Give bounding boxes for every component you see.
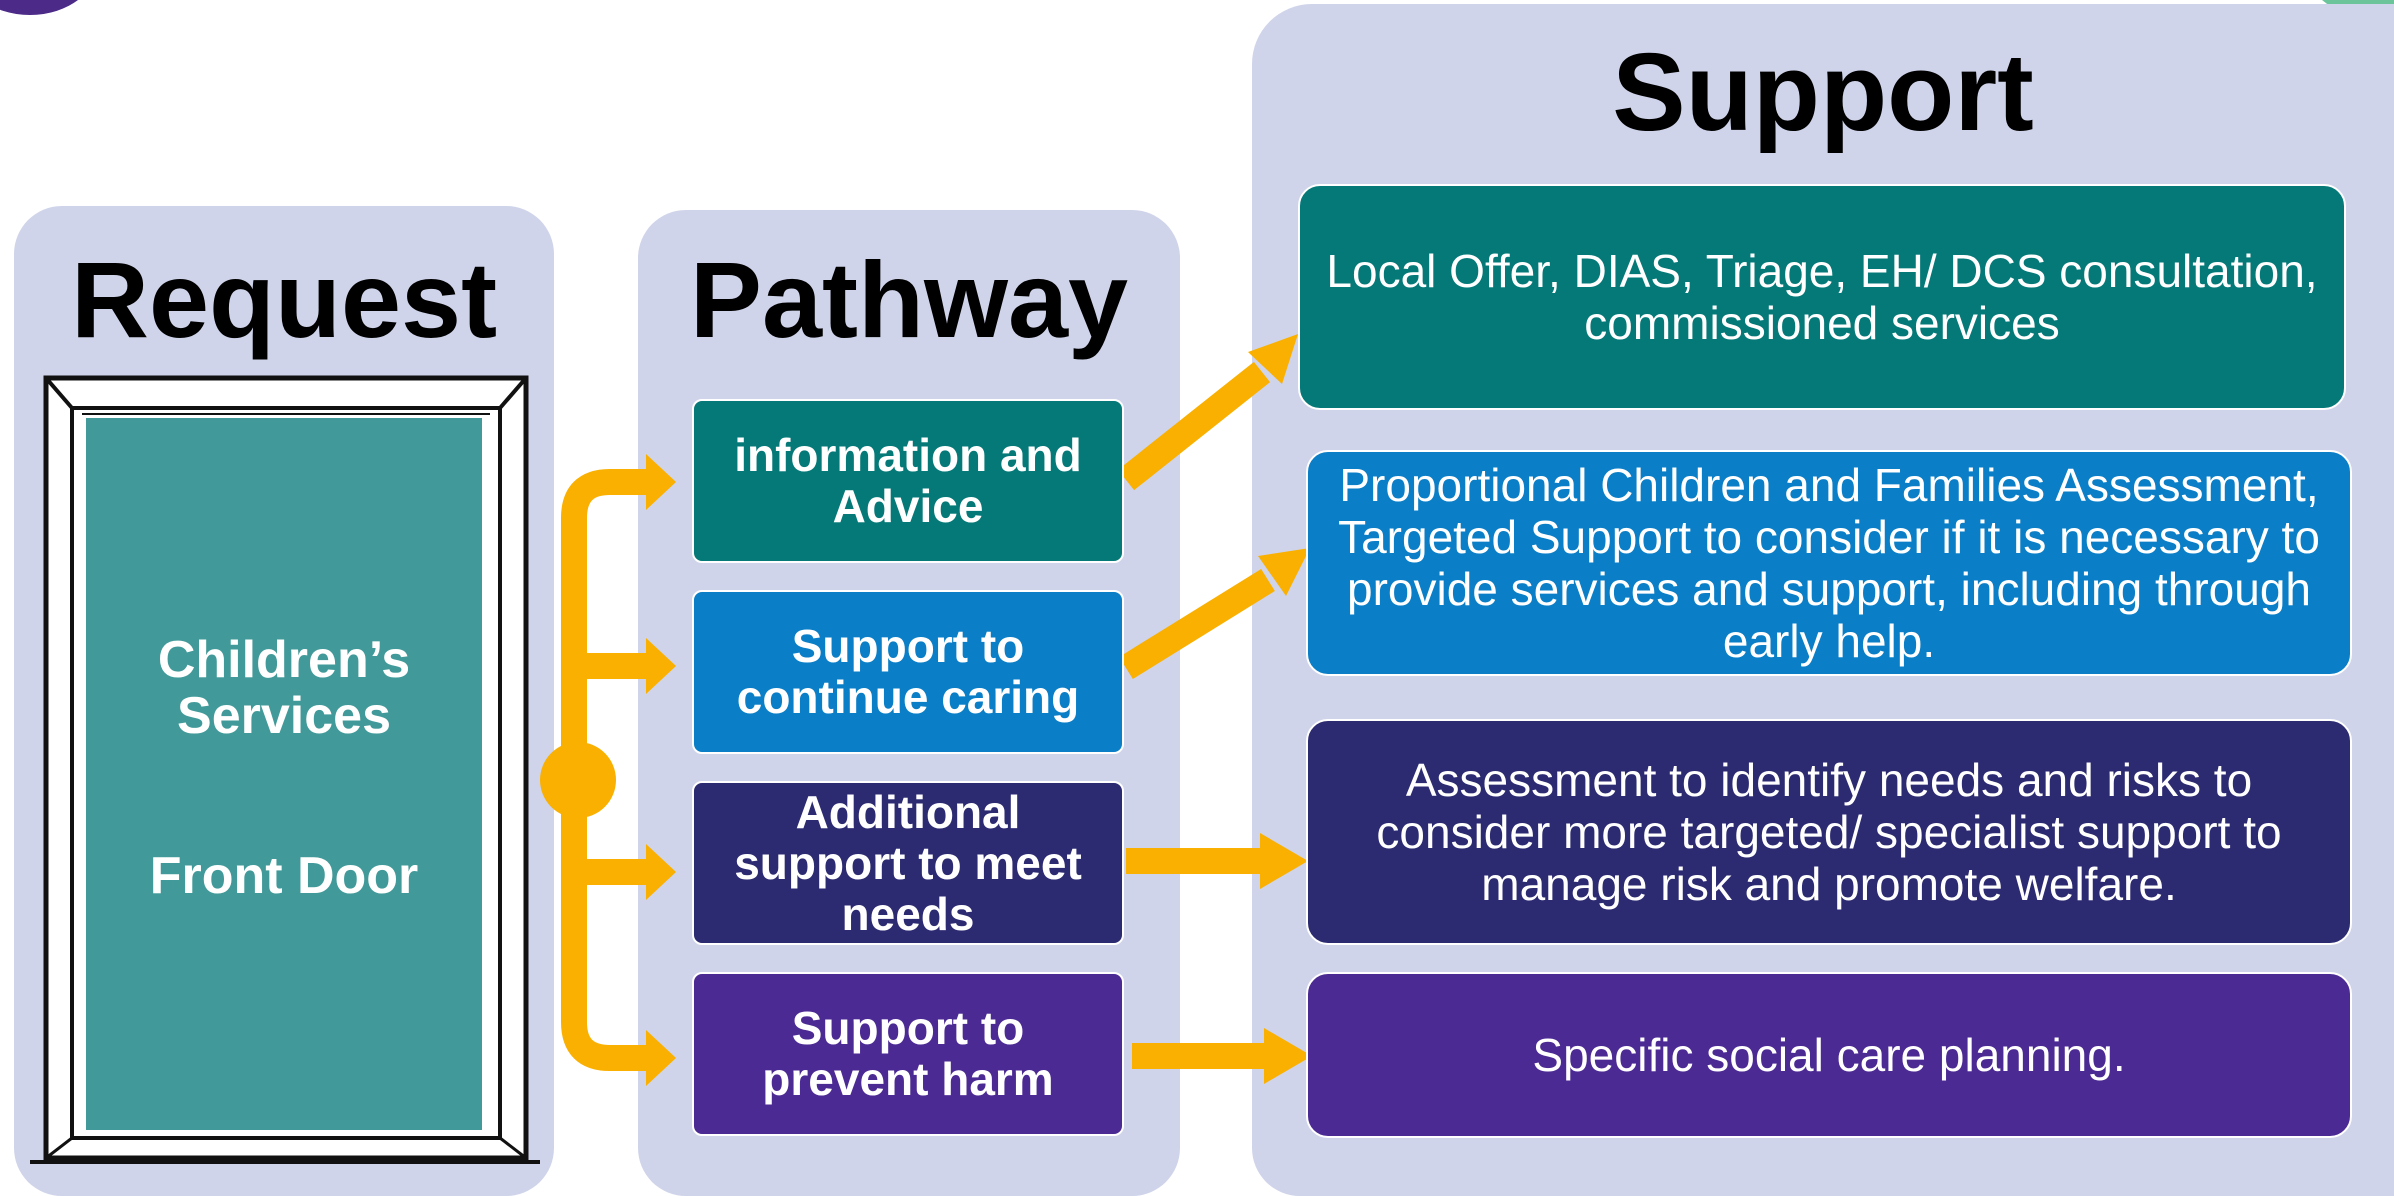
support-box-risk-assessment: Assessment to identify needs and risks t… xyxy=(1306,719,2352,945)
request-heading: Request xyxy=(70,239,498,360)
pathway-box-information-advice: information and Advice xyxy=(692,399,1124,563)
door-label-childrens-services: Children’s Services xyxy=(157,631,411,745)
support-heading: Support xyxy=(1612,31,2034,154)
door-label-front-door: Front Door xyxy=(149,847,419,905)
support-box-local-offer: Local Offer, DIAS, Triage, EH/ DCS consu… xyxy=(1298,184,2346,410)
pathway-heading: Pathway xyxy=(689,239,1129,360)
pathway-box-additional-support: Additional support to meet needs xyxy=(692,781,1124,945)
support-box-proportional-assessment: Proportional Children and Families Asses… xyxy=(1306,450,2352,676)
support-box-social-care-planning: Specific social care planning. xyxy=(1306,972,2352,1138)
pathway-box-prevent-harm: Support to prevent harm xyxy=(692,972,1124,1136)
junction-dot xyxy=(540,742,616,818)
front-door-panel xyxy=(86,418,482,1130)
pathway-box-support-continue-caring: Support to continue caring xyxy=(692,590,1124,754)
